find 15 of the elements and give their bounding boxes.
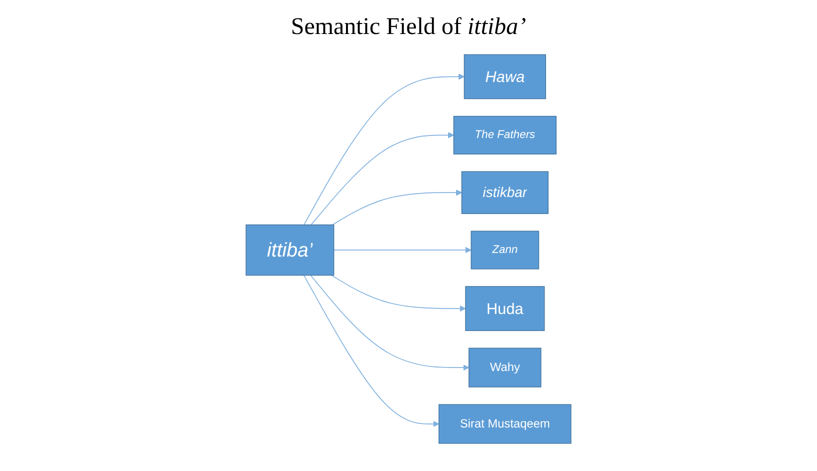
arrow [310, 274, 470, 371]
arrow [333, 246, 472, 254]
node-box: ittiba’ [246, 224, 334, 276]
arrow [331, 274, 466, 312]
node-box: The Fathers [453, 116, 557, 154]
arrow [304, 74, 465, 226]
node-box: Sirat Mustaqeem [438, 404, 572, 444]
arrow [304, 274, 440, 428]
arrow [310, 132, 454, 226]
diagram-title: Semantic Field of ittiba’ [290, 14, 528, 41]
node-box: Hawa [464, 54, 546, 100]
arrow [332, 190, 462, 226]
node-box: Wahy [468, 348, 542, 388]
node-box: Huda [465, 286, 545, 331]
node-box: Zann [470, 230, 540, 270]
